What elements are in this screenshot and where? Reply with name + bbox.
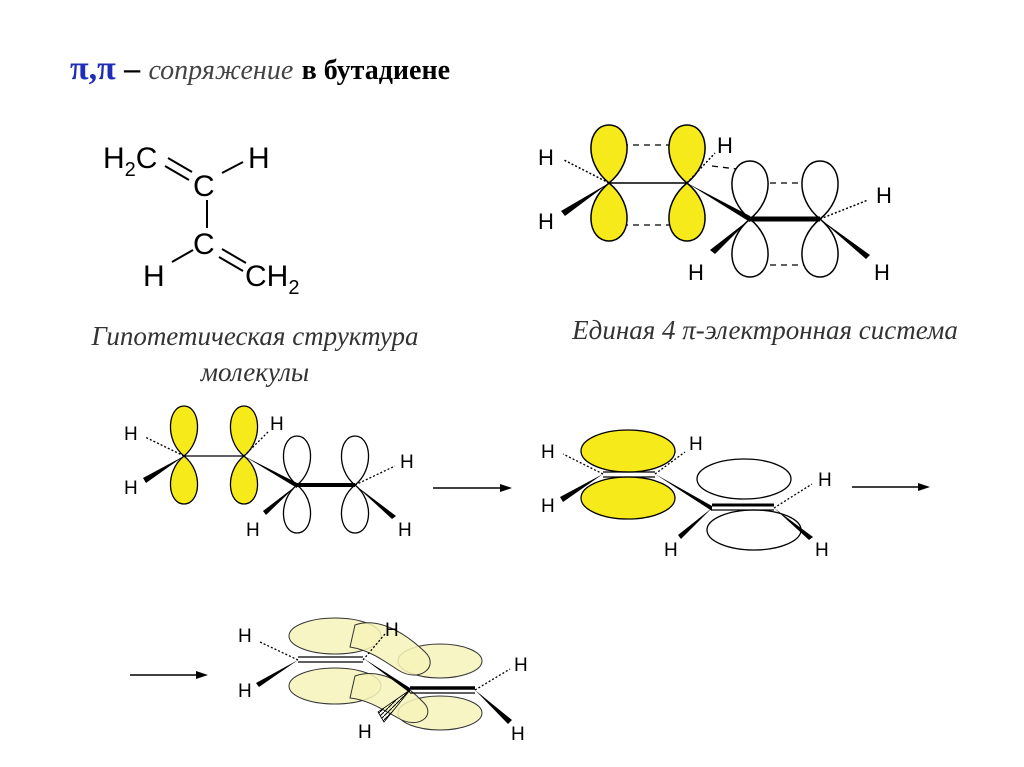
- h-label: H: [688, 260, 704, 285]
- p-orbital-lobe-3-bottom: [731, 218, 769, 278]
- p-orbital-lobe-1-bottom: [590, 182, 628, 242]
- pi-cloud-bridge-top: [349, 622, 431, 676]
- p-orbital-lobe-1-top: [590, 124, 628, 184]
- h-label: H: [385, 620, 399, 641]
- sigma-bonds: [561, 152, 870, 259]
- title-dash: –: [124, 50, 141, 86]
- formula-bonds: [164, 157, 247, 272]
- hydrogen-labels: H H H H H H: [124, 414, 414, 541]
- p-orbital-lobe-3-top: [731, 160, 769, 220]
- h-label: H: [514, 655, 528, 676]
- h-label: H: [511, 724, 525, 745]
- h-label: H: [818, 470, 832, 491]
- h-label: H: [400, 452, 414, 473]
- pi-cloud-bridge-bottom: [349, 673, 429, 724]
- title-in-butadiene: в бутадиене: [301, 55, 451, 86]
- p-orbital-lobe-1-bottom: [169, 455, 199, 505]
- caption-hypothetical-line2: молекулы: [200, 357, 310, 387]
- pi-cloud-1-bottom: [580, 476, 676, 520]
- pi-cloud-2-bottom: [706, 509, 802, 551]
- hydrogen-labels: H H H H H H: [238, 620, 528, 745]
- p-orbital-lobe-2-top: [668, 124, 706, 184]
- arrow-right-1: [433, 484, 512, 492]
- arrow-right-3: [130, 671, 208, 679]
- p-orbital-lobes: [590, 124, 839, 278]
- h-label: H: [815, 540, 829, 561]
- p-orbital-lobe-2-bottom: [229, 455, 259, 505]
- p-orbital-lobe-4-bottom: [801, 218, 839, 278]
- sigma-bonds: [143, 431, 396, 519]
- arrow-right-2: [852, 483, 930, 491]
- title-pi-symbols: π,π: [70, 50, 116, 87]
- formula-ch2: CH2: [245, 260, 299, 299]
- hydrogen-labels: H H H H H H: [538, 133, 892, 285]
- pi-cloud-1-top: [580, 429, 676, 473]
- pi-cloud-2-top: [696, 458, 792, 500]
- caption-unified-line: Единая 4 π-электронная система: [572, 315, 958, 345]
- h-label: H: [270, 414, 284, 435]
- title-conjugation: сопряжение: [148, 55, 294, 86]
- p-orbital-lobes: [169, 405, 370, 534]
- h-label: H: [689, 434, 703, 455]
- h-label: H: [358, 722, 372, 743]
- delocalized-pi-clouds: [288, 617, 483, 731]
- formula-c2: C: [193, 228, 215, 261]
- p-orbital-lobe-2-bottom: [668, 182, 706, 242]
- h-label: H: [124, 424, 138, 445]
- p-orbital-lobe-3-top: [282, 435, 312, 486]
- p-orbital-lobe-3-bottom: [282, 484, 312, 534]
- page-title: π,π – сопряжение в бутадиене: [70, 50, 450, 88]
- formula-h2c: H2C: [103, 142, 157, 181]
- h-label: H: [538, 145, 554, 170]
- caption-unified-system: Единая 4 π-электронная система: [520, 312, 1010, 348]
- h-label: H: [874, 260, 890, 285]
- p-orbital-lobe-2-top: [229, 405, 259, 457]
- h-label: H: [876, 183, 892, 208]
- caption-hypothetical: Гипотетическая структура молекулы: [40, 318, 470, 390]
- p-orbital-lobe-1-top: [169, 405, 199, 457]
- formula-h-bottom: H: [143, 260, 165, 293]
- orbital-diagram-large: H H H H H H: [538, 124, 892, 285]
- p-orbital-lobe-4-bottom: [340, 484, 370, 534]
- caption-hypothetical-line1: Гипотетическая структура: [91, 321, 419, 351]
- h-label: H: [664, 540, 678, 561]
- p-orbital-lobe-4-top: [340, 435, 370, 486]
- orbital-diagram-step-2: H H H H H H: [541, 429, 832, 561]
- orbital-diagram-delocalized: H H H H H H: [238, 617, 528, 745]
- sigma-bonds: [560, 451, 813, 540]
- h-label: H: [238, 681, 252, 702]
- h-label: H: [538, 209, 554, 234]
- h-label: H: [541, 496, 555, 517]
- h-label: H: [541, 442, 555, 463]
- p-orbital-lobe-4-top: [801, 160, 839, 220]
- formula-c1: C: [193, 170, 215, 203]
- formula-h-top: H: [248, 142, 270, 175]
- orbital-diagram-step-1: H H H H H H: [124, 405, 414, 541]
- h-label: H: [398, 520, 412, 541]
- h-label: H: [124, 478, 138, 499]
- h-label: H: [717, 133, 733, 158]
- structural-formula: H2C H C C H CH2: [103, 142, 299, 299]
- pi-bond-clouds: [580, 429, 802, 551]
- sigma-bonds: [256, 633, 512, 724]
- h-label: H: [246, 520, 260, 541]
- h-label: H: [238, 626, 252, 647]
- hydrogen-labels: H H H H H H: [541, 434, 832, 561]
